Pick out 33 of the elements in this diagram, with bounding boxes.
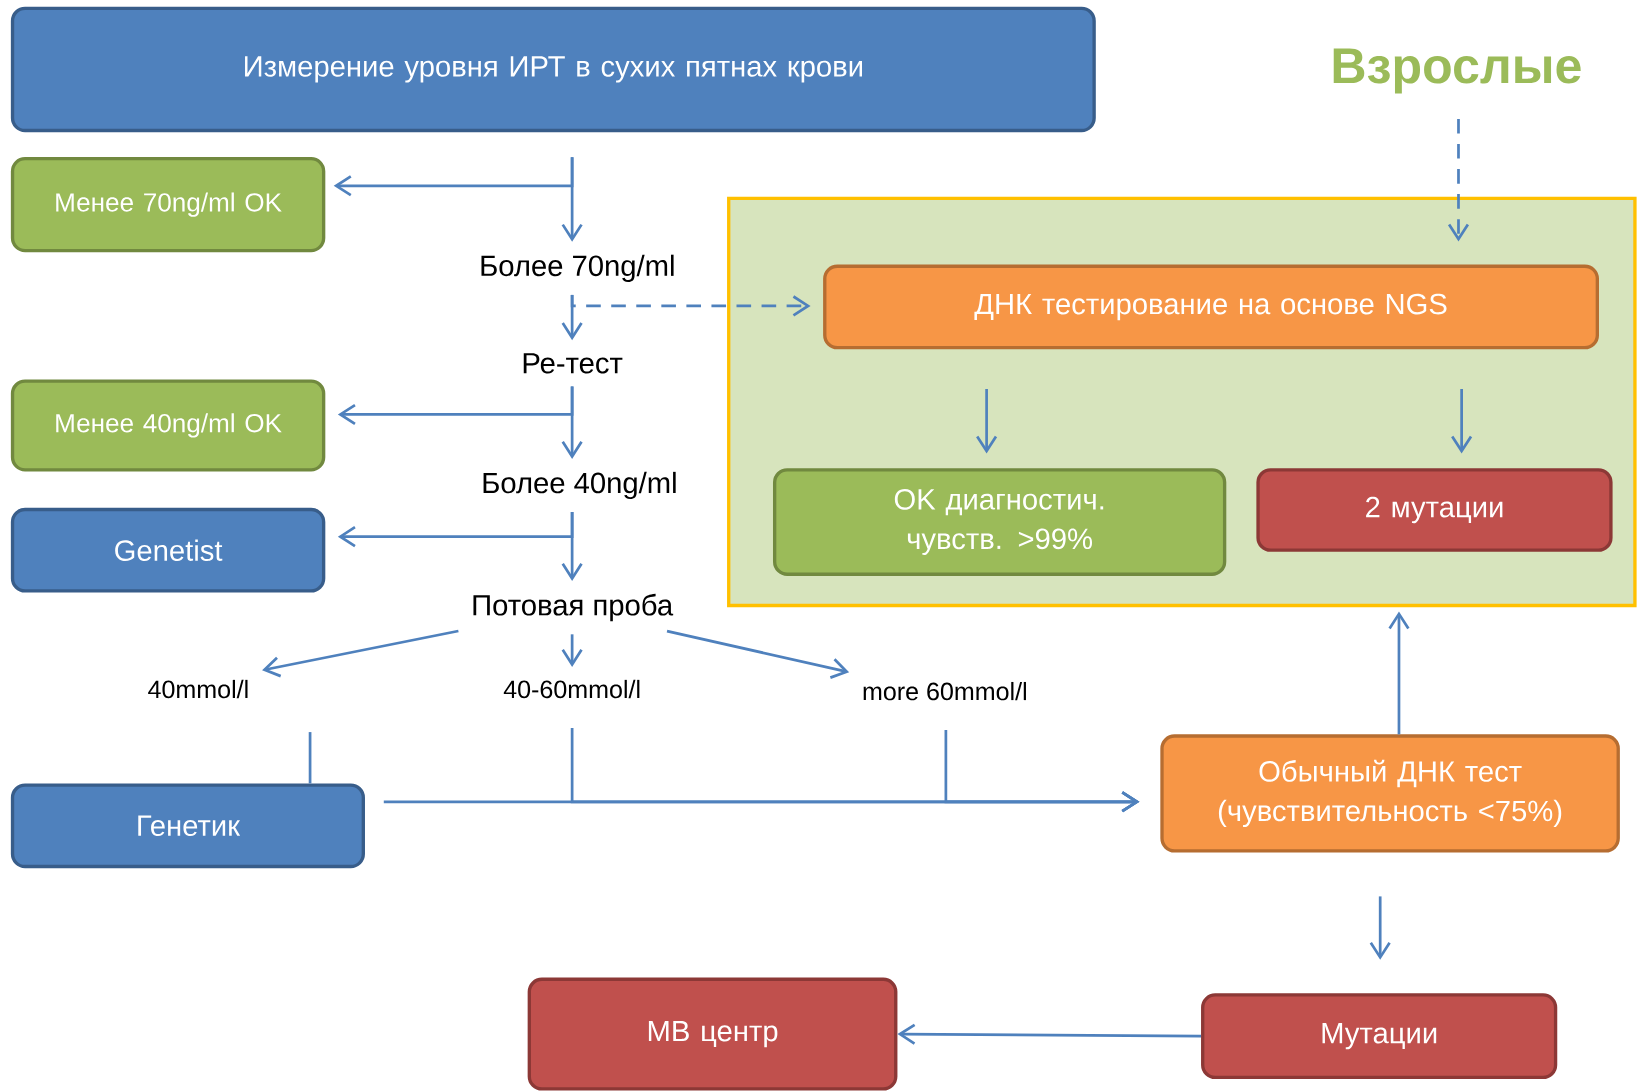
arrow <box>1369 896 1391 960</box>
arrow <box>666 629 850 679</box>
process-box: Генетик <box>10 783 365 869</box>
arrow <box>1388 611 1410 735</box>
process-box: Genetist <box>10 507 326 593</box>
flow-label: 40-60mmol/l <box>503 679 640 699</box>
arrow <box>561 634 583 667</box>
process-box: OK диагностич. чувств. >99% <box>773 468 1227 576</box>
arrow <box>383 791 1140 813</box>
arrow <box>1451 389 1473 454</box>
process-box: Обычный ДНК тест (чувствительность <75%) <box>1160 734 1620 853</box>
flow-label: more 60mmol/l <box>863 681 1026 701</box>
process-box: Измерение уровня ИРТ в сухих пятнах крови <box>10 6 1096 133</box>
flow-label: Ре-тест <box>523 353 623 374</box>
process-box: МВ центр <box>527 977 898 1091</box>
flow-label: Потовая проба <box>473 593 674 622</box>
arrow <box>1447 118 1470 242</box>
process-box: Менее 70ng/ml OK <box>10 157 326 253</box>
flow-label: Более 70ng/ml <box>481 254 674 282</box>
arrow <box>262 629 459 678</box>
arrow <box>337 512 574 548</box>
process-box: Мутации <box>1201 993 1558 1080</box>
arrow <box>897 1023 1202 1045</box>
flow-label: 40mmol/l <box>148 679 248 699</box>
process-box: 2 мутации <box>1256 468 1613 552</box>
arrow <box>976 389 998 454</box>
process-box: ДНК тестирование на основе NGS <box>823 264 1599 350</box>
flow-label: Более 40ng/ml <box>483 471 676 500</box>
arrow <box>333 157 574 197</box>
arrow <box>337 386 574 425</box>
heading-text: Взрослые <box>1333 48 1581 94</box>
process-box: Менее 40ng/ml OK <box>10 379 326 472</box>
arrow <box>570 294 811 317</box>
